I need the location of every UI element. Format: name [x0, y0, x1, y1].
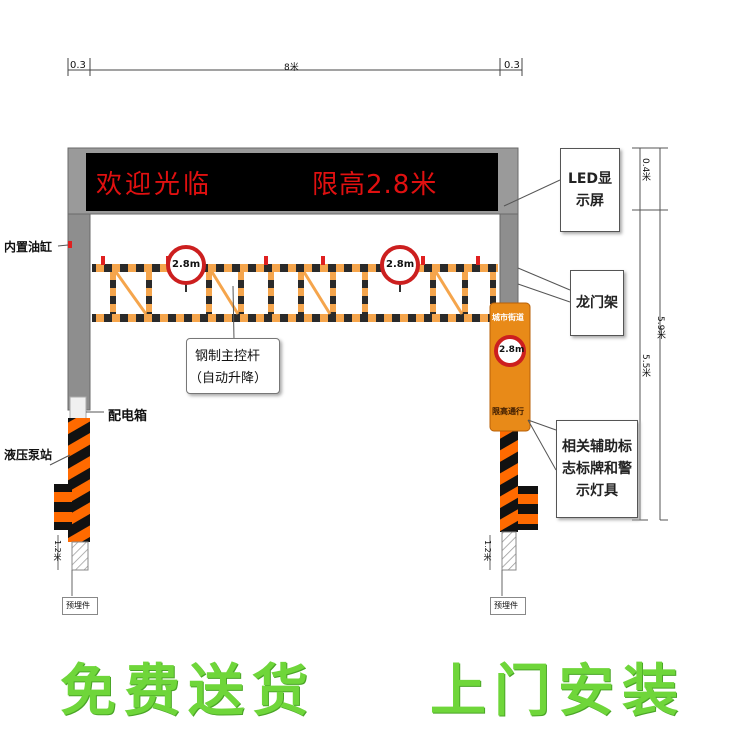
top-dimension: [67, 58, 523, 76]
dim-base-depth-left: 1.2米: [53, 540, 62, 561]
side-sign-bottom-text: 限高通行: [492, 407, 524, 416]
height-limit-sign-left: [166, 245, 206, 292]
callout-signs-line2: 志标牌和警: [562, 461, 632, 477]
slogan-free-delivery: 免费送货: [60, 659, 316, 724]
label-foundation-right: 预埋件: [494, 601, 518, 610]
label-foundation-left: 预埋件: [66, 601, 90, 610]
callout-signs-line1: 相关辅助标: [562, 439, 632, 455]
base-dimension: [57, 535, 491, 570]
barrier-ladder: [68, 241, 498, 322]
left-base-post: [54, 396, 90, 596]
gantry-frame: [67, 147, 519, 411]
dim-clear-height: 5.5米: [640, 354, 650, 378]
dim-base-depth: 1.2米: [483, 540, 492, 561]
callout-led-line2: 示屏: [576, 193, 604, 209]
barrier-sign-text-left: 2.8m: [172, 259, 201, 270]
label-steel-bar-line2: （自动升降）: [189, 371, 268, 386]
height-limit-sign-right: [380, 245, 420, 292]
leader-lines: [49, 179, 571, 471]
foundation-left-box: 预埋件: [62, 597, 98, 615]
steel-bar-label-box: 钢制主控杆 （自动升降）: [186, 338, 280, 394]
dim-top-height: 0.4米: [640, 158, 650, 182]
barrier-sign-text-right: 2.8m: [386, 259, 415, 270]
side-sign-board: [489, 302, 531, 432]
led-welcome-text: 欢迎光临: [96, 170, 213, 200]
label-hydraulic-station: 液压泵站: [4, 448, 53, 462]
label-steel-bar-line1: 钢制主控杆: [195, 349, 261, 364]
barrier-rungs: [110, 271, 496, 315]
dim-span: 8米: [284, 63, 299, 73]
led-height-limit-text: 限高2.8米: [312, 170, 438, 200]
callout-signs: 相关辅助标 志标牌和警 示灯具: [556, 420, 638, 518]
callout-gantry: 龙门架: [570, 270, 624, 336]
dim-total-height: 5.9米: [655, 316, 665, 340]
label-distribution-box: 配电箱: [108, 409, 148, 424]
callout-led-display: LED显 示屏: [560, 148, 620, 232]
side-sign-top-text: 城市街道: [492, 313, 524, 322]
callout-led-line1: LED显: [567, 171, 613, 187]
callout-gantry-text: 龙门架: [576, 295, 618, 311]
dim-right-margin: 0.3: [504, 60, 520, 71]
right-dimension: [632, 147, 668, 521]
foundation-right-box: 预埋件: [490, 597, 526, 615]
side-sign-circle-text: 2.8m: [499, 345, 525, 355]
slogan-installation: 上门安装: [430, 659, 686, 724]
callout-signs-line3: 示灯具: [576, 483, 618, 499]
dim-left-margin: 0.3: [70, 60, 86, 71]
label-oil-cylinder: 内置油缸: [4, 240, 53, 254]
